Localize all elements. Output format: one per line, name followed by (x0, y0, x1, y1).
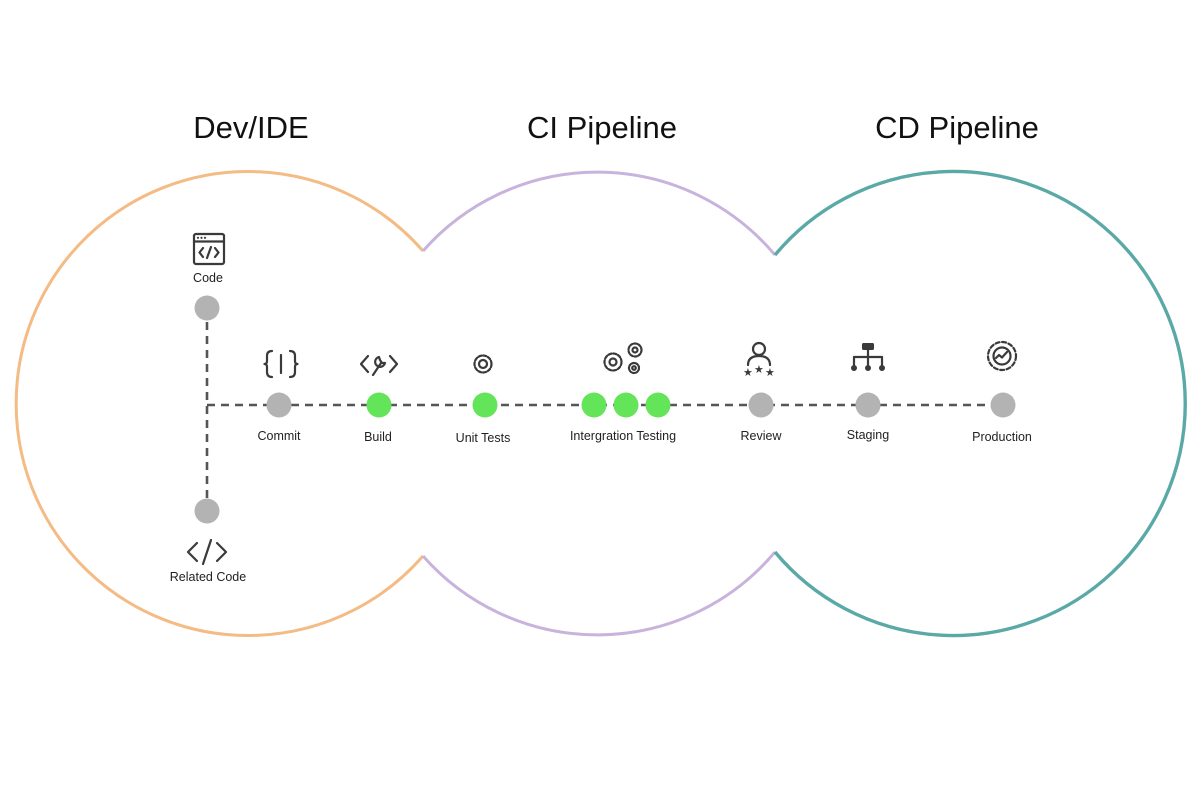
integration-testing-node-2 (613, 392, 639, 418)
cd-pipeline-title: CD Pipeline (875, 110, 1039, 145)
hierarchy-icon (851, 343, 885, 371)
svg-text:★: ★ (765, 366, 775, 379)
gear-icon (473, 354, 493, 374)
curly-braces-icon (263, 349, 299, 379)
integration-testing-node-1 (581, 392, 607, 418)
gears-icon (603, 342, 643, 375)
build-node (366, 392, 392, 418)
code-node (194, 295, 220, 321)
related-code-label: Related Code (170, 570, 246, 584)
ci-pipeline-section-outline-bottom (421, 551, 777, 637)
production-label: Production (972, 430, 1032, 444)
staging-node (855, 392, 881, 418)
unit-tests-label: Unit Tests (456, 431, 511, 445)
user-stars-icon: ★ ★ ★ (743, 341, 775, 379)
build-label: Build (364, 430, 392, 444)
gear-chart-icon (986, 340, 1018, 372)
svg-text:★: ★ (754, 363, 764, 376)
cd-pipeline-section-outline (773, 169, 1187, 638)
commit-label: Commit (257, 429, 301, 443)
review-label: Review (741, 429, 783, 443)
ci-pipeline-section-outline (421, 170, 777, 256)
related-code-node (194, 498, 220, 524)
integration-testing-label: Intergration Testing (570, 429, 676, 443)
commit-node (266, 392, 292, 418)
review-node (748, 392, 774, 418)
code-label: Code (193, 271, 223, 285)
ci-pipeline-title: CI Pipeline (527, 110, 677, 145)
integration-testing-node-3 (645, 392, 671, 418)
wrench-code-icon (359, 354, 399, 377)
svg-text:★: ★ (743, 366, 753, 379)
staging-label: Staging (847, 428, 889, 442)
dev-ide-section-outline (14, 170, 425, 637)
code-window-icon (192, 232, 226, 266)
unit-tests-node (472, 392, 498, 418)
code-brackets-icon (186, 538, 228, 566)
production-node (990, 392, 1016, 418)
dev-ide-title: Dev/IDE (193, 110, 308, 145)
